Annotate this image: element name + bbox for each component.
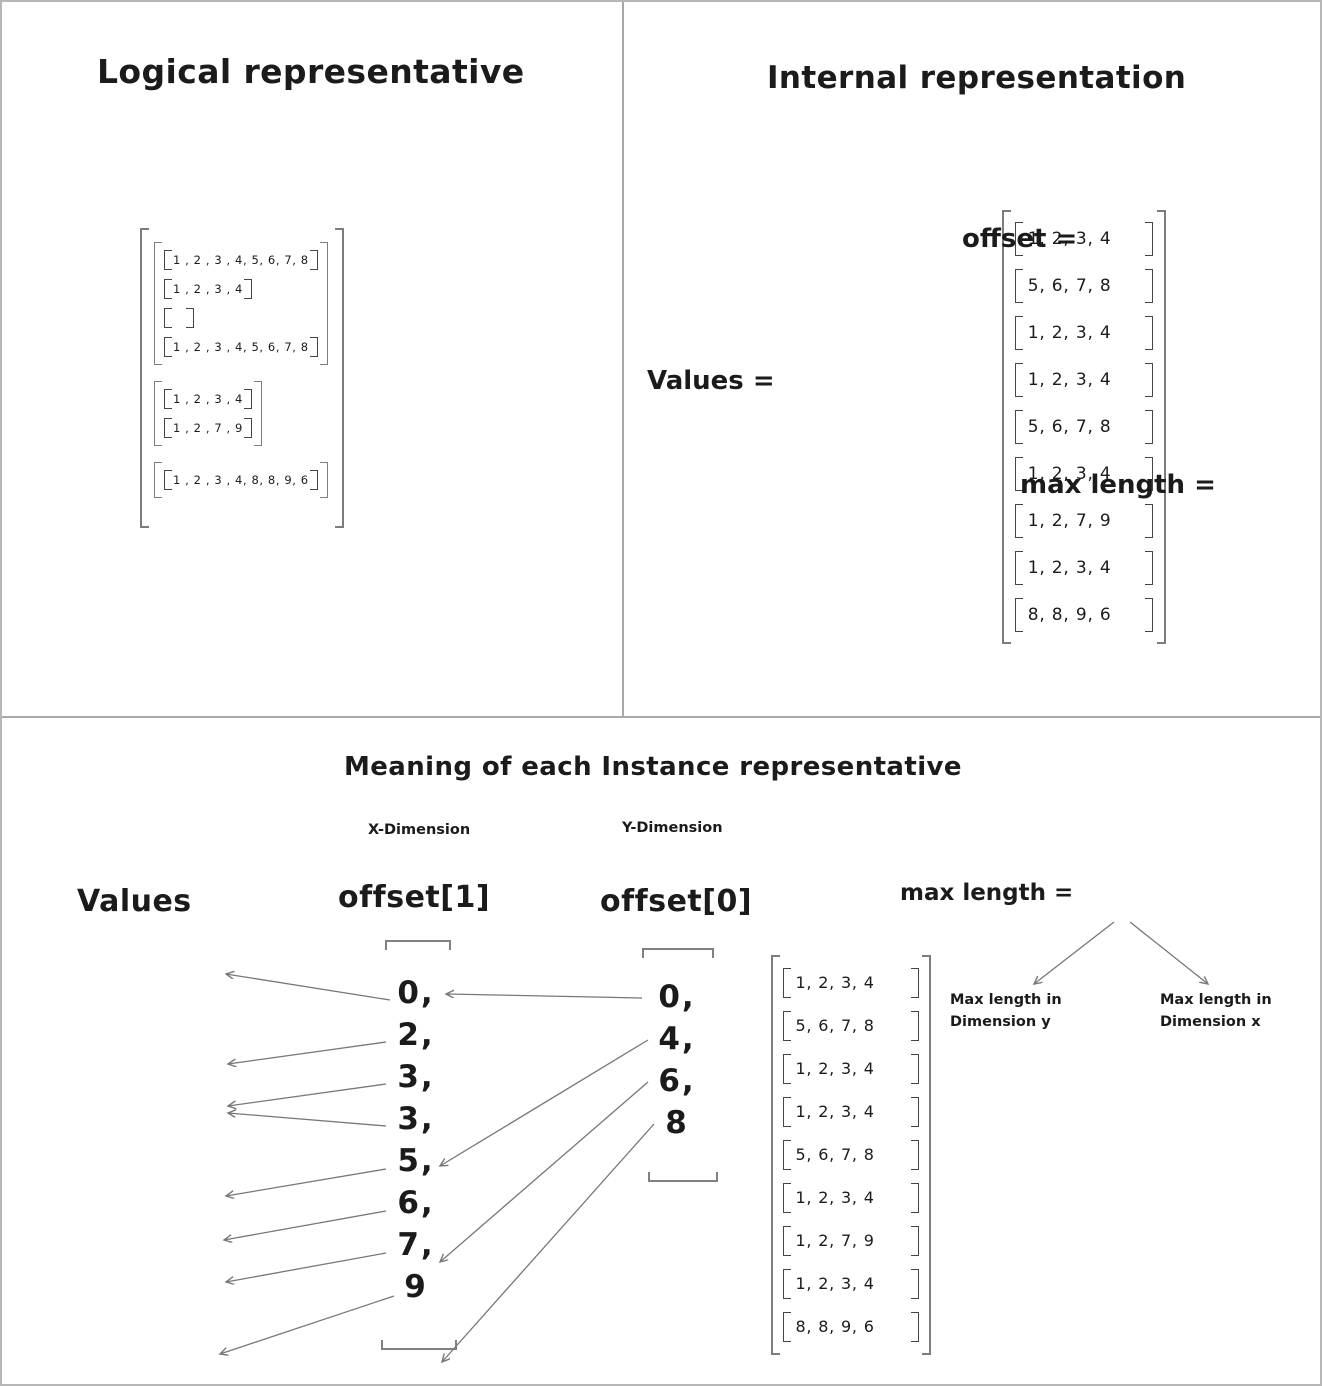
- offset1-value: 5,: [397, 1143, 435, 1179]
- offset0-value: 4,: [658, 1021, 696, 1057]
- offset0-value: 8: [665, 1105, 689, 1141]
- arrow: [226, 1168, 387, 1196]
- values-row: 8, 8, 9, 6: [783, 1311, 920, 1342]
- values-row: 1, 2, 3, 4: [1014, 363, 1153, 397]
- internal-panel-title: Internal representation: [767, 60, 1187, 96]
- values-row: 1, 2, 7, 9: [1014, 504, 1153, 538]
- offset0-value: 0,: [658, 979, 696, 1015]
- y-dimension-label: Y-Dimension: [622, 820, 723, 836]
- logical-group-1: 1 , 2 , 3 , 4, 5, 6, 7, 8 1 , 2 , 3 , 4 …: [154, 242, 328, 365]
- values-row: 8, 8, 9, 6: [1014, 598, 1153, 632]
- values-row: 1, 2, 3, 4: [783, 1096, 920, 1127]
- values-row: 1, 2, 7, 9: [783, 1225, 920, 1256]
- values-row: 1, 2, 3, 4: [783, 1268, 920, 1299]
- logical-group-3: 1 , 2 , 3 , 4, 8, 8, 9, 6: [154, 462, 328, 498]
- arrow: [440, 1081, 649, 1262]
- array-row: 1 , 2 , 3 , 4: [164, 279, 252, 299]
- values-row: 5, 6, 7, 8: [1014, 269, 1153, 303]
- note-line: Dimension y: [950, 1013, 1051, 1030]
- max-length-label: max length =: [900, 880, 1074, 906]
- offset1-value: 2,: [397, 1017, 435, 1053]
- values-row: 1, 2, 3, 4: [1014, 222, 1153, 256]
- arrow: [220, 1295, 395, 1354]
- arrow: [226, 974, 391, 1001]
- empty-array-row: [164, 308, 194, 328]
- arrow: [440, 1039, 649, 1166]
- x-dimension-label: X-Dimension: [368, 822, 471, 838]
- arrow: [228, 1113, 387, 1127]
- max-length-label: max length =: [1020, 470, 1216, 500]
- vertical-divider: [622, 2, 624, 718]
- offset1-bottom-bracket-mark: [381, 1340, 457, 1350]
- offset0-column-header: offset[0]: [600, 884, 753, 919]
- offset1-number-column: 0, 2, 3, 3, 5, 6, 7, 9: [384, 972, 448, 1308]
- values-row: 1, 2, 3, 4: [783, 1053, 920, 1084]
- note-line: Max length in: [950, 992, 1062, 1008]
- offset1-top-bracket-mark: [385, 940, 451, 950]
- array-row: 1 , 2 , 7 , 9: [164, 418, 252, 438]
- logical-outer-bracket: 1 , 2 , 3 , 4, 5, 6, 7, 8 1 , 2 , 3 , 4 …: [140, 228, 344, 528]
- offset1-value: 6,: [397, 1185, 435, 1221]
- offset1-value: 0,: [397, 975, 435, 1011]
- offset-equals-label: offset =: [962, 224, 1078, 254]
- offset0-bottom-bracket-mark: [648, 1172, 718, 1182]
- max-length-dimension-x-note: Max length in Dimension x: [1160, 990, 1272, 1034]
- meaning-values-bracket: 1, 2, 3, 4 5, 6, 7, 8 1, 2, 3, 4 1, 2, 3…: [771, 954, 932, 1355]
- offset1-value: 9: [404, 1269, 428, 1305]
- arrow: [446, 994, 643, 999]
- arrow: [228, 1041, 387, 1064]
- values-row: 1, 2, 3, 4: [783, 967, 920, 998]
- values-row: 5, 6, 7, 8: [1014, 410, 1153, 444]
- note-line: Dimension x: [1160, 1013, 1261, 1030]
- offset0-number-column: 0, 4, 6, 8: [642, 976, 712, 1144]
- arrow: [1034, 921, 1115, 984]
- meaning-panel-title: Meaning of each Instance representative: [344, 752, 962, 782]
- arrow: [224, 1210, 387, 1240]
- values-row: 5, 6, 7, 8: [783, 1139, 920, 1170]
- logical-panel-title: Logical representative: [97, 52, 525, 91]
- arrow: [228, 1083, 387, 1106]
- array-row: 1 , 2 , 3 , 4: [164, 389, 252, 409]
- values-row: 5, 6, 7, 8: [783, 1010, 920, 1041]
- note-line: Max length in: [1160, 992, 1272, 1008]
- values-row: 1, 2, 3, 4: [1014, 551, 1153, 585]
- offset1-value: 3,: [397, 1059, 435, 1095]
- offset1-column-header: offset[1]: [338, 880, 491, 915]
- array-row: 1 , 2 , 3 , 4, 5, 6, 7, 8: [164, 337, 318, 357]
- horizontal-divider: [2, 716, 1320, 718]
- arrow: [442, 1123, 655, 1362]
- offset1-value: 7,: [397, 1227, 435, 1263]
- array-row: 1 , 2 , 3 , 4, 5, 6, 7, 8: [164, 250, 318, 270]
- values-row: 1, 2, 3, 4: [783, 1182, 920, 1213]
- internal-values-bracket: 1, 2, 3, 4 5, 6, 7, 8 1, 2, 3, 4 1, 2, 3…: [1001, 210, 1166, 644]
- offset0-top-bracket-mark: [642, 948, 714, 958]
- arrow: [226, 1252, 387, 1282]
- offset0-to-offset1-arrows: [440, 994, 655, 1362]
- offset1-to-values-arrows: [220, 974, 395, 1354]
- values-row: 1, 2, 3, 4: [1014, 316, 1153, 350]
- values-column-header: Values: [77, 884, 192, 919]
- values-row: 1, 2, 3, 4: [1014, 457, 1153, 491]
- max-length-dimension-y-note: Max length in Dimension y: [950, 990, 1062, 1034]
- offset1-value: 3,: [397, 1101, 435, 1137]
- values-equals-label: Values =: [647, 366, 775, 396]
- arrow: [1129, 921, 1208, 984]
- offset0-value: 6,: [658, 1063, 696, 1099]
- max-length-arrows: [1034, 921, 1208, 984]
- array-row: 1 , 2 , 3 , 4, 8, 8, 9, 6: [164, 470, 318, 490]
- logical-group-2: 1 , 2 , 3 , 4 1 , 2 , 7 , 9: [154, 381, 262, 446]
